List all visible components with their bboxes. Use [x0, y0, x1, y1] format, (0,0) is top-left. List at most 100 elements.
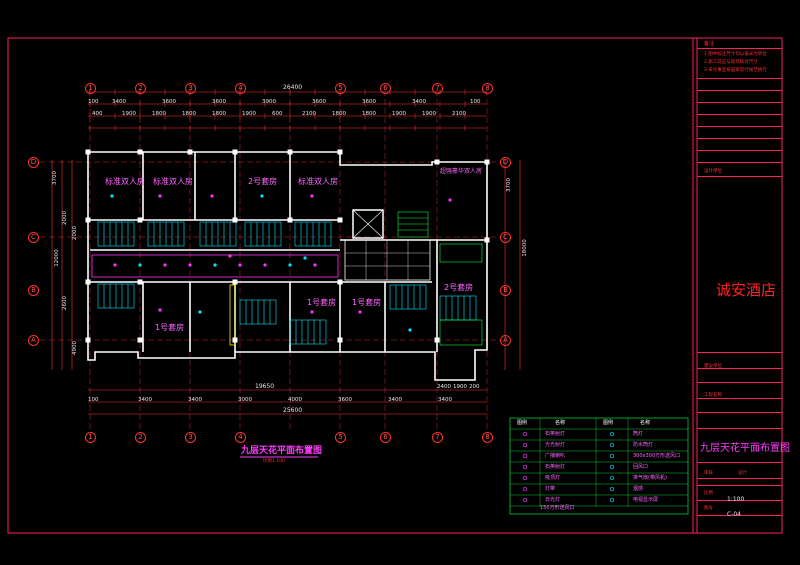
light-fixtures	[85, 149, 490, 343]
dimension-value: 1800	[212, 111, 226, 117]
legend-header: 名称	[640, 420, 651, 426]
axis-grid-lines	[40, 90, 500, 430]
structural-column	[137, 149, 143, 155]
dimension-value: 3400	[438, 397, 452, 403]
structural-column	[287, 217, 293, 223]
title-block-rule	[697, 412, 782, 413]
dimension-value: 3600	[362, 99, 376, 105]
title-block-rule	[697, 368, 782, 369]
dimension-value: 3600	[312, 99, 326, 105]
title-block-rule	[697, 428, 782, 429]
notes-header: 备注	[704, 41, 715, 47]
field-label: 建设单位	[704, 364, 722, 369]
note-line: 2.施工前应与现场核对尺寸	[704, 60, 758, 65]
dimension-value: 100	[470, 99, 481, 105]
bathroom-ceiling-hatches	[97, 221, 477, 345]
light-fixture-dot	[263, 263, 267, 267]
light-fixture-dot	[260, 194, 264, 198]
legend-symbol	[609, 442, 615, 448]
legend-symbol	[609, 464, 615, 470]
dimension-value: 1900	[453, 384, 467, 390]
dimension-value: 3400	[388, 397, 402, 403]
light-fixture-dot	[288, 263, 292, 267]
legend-item-name: 防水筒灯	[633, 442, 654, 448]
field-label: 设计	[738, 471, 747, 476]
structural-column	[137, 337, 143, 343]
axis-bubble-number: 8	[482, 432, 493, 443]
sub-dimension-bottom: 19650	[255, 383, 275, 390]
field-label: 设计单位	[704, 169, 722, 174]
legend-symbol	[522, 442, 528, 448]
drawing-scale-note: 比例1:100	[263, 459, 285, 464]
legend-item-name: 石英射灯	[545, 431, 566, 437]
dimension-value: 600	[272, 111, 283, 117]
title-block-rule	[697, 398, 782, 399]
dimension-value: 3400	[112, 99, 126, 105]
light-fixture-dot	[188, 263, 192, 267]
legend-header: 名称	[555, 420, 566, 426]
structural-column	[137, 279, 143, 285]
drawing-number: C-04	[727, 511, 741, 518]
dimension-value: 12000	[53, 249, 60, 267]
title-block-rule	[697, 162, 782, 163]
legend-footer: 150方形送风口	[540, 505, 575, 511]
dimension-value: 4900	[72, 341, 78, 355]
room-label: 2号套房	[248, 177, 278, 186]
light-fixture-dot	[158, 194, 162, 198]
dimension-value: 3400	[188, 397, 202, 403]
light-fixture-dot	[448, 198, 452, 202]
title-block-rule	[697, 114, 782, 115]
legend-item-name: 300x300方形送风口	[633, 453, 681, 459]
legend-item-name: 电视显示屏	[633, 497, 659, 503]
axis-bubble-number: 6	[380, 83, 391, 94]
structural-column	[337, 279, 343, 285]
title-block-rule	[697, 90, 782, 91]
light-fixture-dot	[310, 310, 314, 314]
dimension-value: 1900	[422, 111, 436, 117]
legend-item-name: 回风口	[633, 464, 649, 470]
field-label: 审核	[704, 471, 713, 476]
stair-hatch	[397, 211, 483, 346]
title-block-rule	[697, 126, 782, 127]
legend-item-name: 灯带	[545, 486, 556, 492]
dimension-value: 1900	[392, 111, 406, 117]
legend-item-name: 光光射灯	[545, 442, 566, 448]
light-fixture-dot	[228, 254, 232, 258]
dimension-value: 3600	[162, 99, 176, 105]
legend-item-name: 广播喇叭	[545, 453, 566, 459]
legend-item-name: 烟感	[633, 486, 644, 492]
legend-header: 图例	[517, 420, 528, 426]
dimension-value: 3700	[506, 178, 512, 192]
legend-symbol	[609, 475, 615, 481]
structural-column	[232, 337, 238, 343]
structural-column	[484, 159, 490, 165]
axis-bubble-number: 5	[335, 432, 346, 443]
light-fixture-dot	[238, 263, 242, 267]
legend-symbol	[522, 486, 528, 492]
title-block-rule	[697, 485, 782, 486]
title-block-rule	[697, 352, 782, 353]
light-fixture-dot	[310, 194, 314, 198]
title-block-rule	[697, 478, 782, 479]
legend-symbol	[609, 497, 615, 503]
light-fixture-dot	[313, 263, 317, 267]
axis-bubble-number: 4	[235, 83, 246, 94]
dimension-value: 2400	[437, 384, 451, 390]
axis-bubble-letter: B	[28, 285, 39, 296]
dimension-value: 1900	[242, 111, 256, 117]
structural-column	[287, 149, 293, 155]
dimension-value: 100	[88, 99, 99, 105]
room-label: 1号套房	[307, 298, 337, 307]
structural-column	[434, 337, 440, 343]
structural-column	[337, 217, 343, 223]
light-fixture-dot	[138, 263, 142, 267]
room-label: 标准双人房	[298, 177, 338, 186]
axis-bubble-number: 4	[235, 432, 246, 443]
dimension-value: 3400	[138, 397, 152, 403]
elevator-shaft	[352, 209, 384, 239]
dimension-value: 1800	[332, 111, 346, 117]
total-dimension-bottom: 25600	[283, 407, 303, 414]
shaft-yellow	[229, 284, 236, 346]
